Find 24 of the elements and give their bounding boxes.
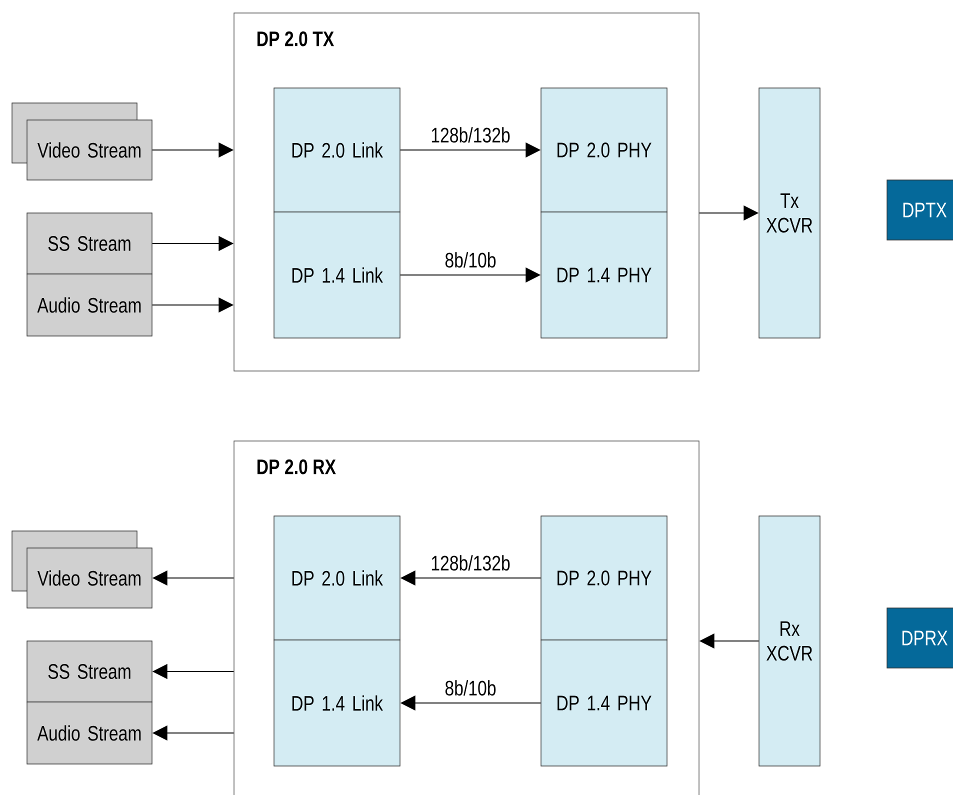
stream-box: SS Stream — [26, 212, 152, 274]
frame-title: DP 2.0 TX — [258, 31, 334, 46]
block-box: DP 1.4 Link — [274, 212, 400, 338]
port-box: DPTX — [886, 180, 953, 240]
port-box: DPRX — [886, 608, 953, 668]
block-box: DP 2.0 PHY — [540, 516, 668, 640]
edge-label: 128b/132b — [432, 127, 510, 143]
block-box: DP 2.0 Link — [274, 516, 400, 640]
block-box: DP 1.4 PHY — [540, 640, 668, 766]
stacked-stream-box: Video Stream — [12, 530, 152, 608]
transceiver-box: Rx XCVR — [758, 516, 820, 766]
stream-box: Audio Stream — [26, 702, 152, 764]
stream-box: SS Stream — [26, 640, 152, 702]
stream-box: Audio Stream — [26, 274, 152, 336]
frame-title: DP 2.0 RX — [258, 459, 336, 474]
transceiver-box: Tx XCVR — [758, 88, 820, 338]
stacked-stream-box: Video Stream — [12, 102, 152, 180]
block-box: DP 1.4 Link — [274, 640, 400, 766]
edge-label: 8b/10b — [445, 252, 496, 268]
block-box: DP 2.0 PHY — [540, 88, 668, 212]
edge-label: 8b/10b — [445, 680, 496, 696]
block-box: DP 1.4 PHY — [540, 212, 668, 338]
block-box: DP 2.0 Link — [274, 88, 400, 212]
edge-label: 128b/132b — [432, 555, 510, 571]
